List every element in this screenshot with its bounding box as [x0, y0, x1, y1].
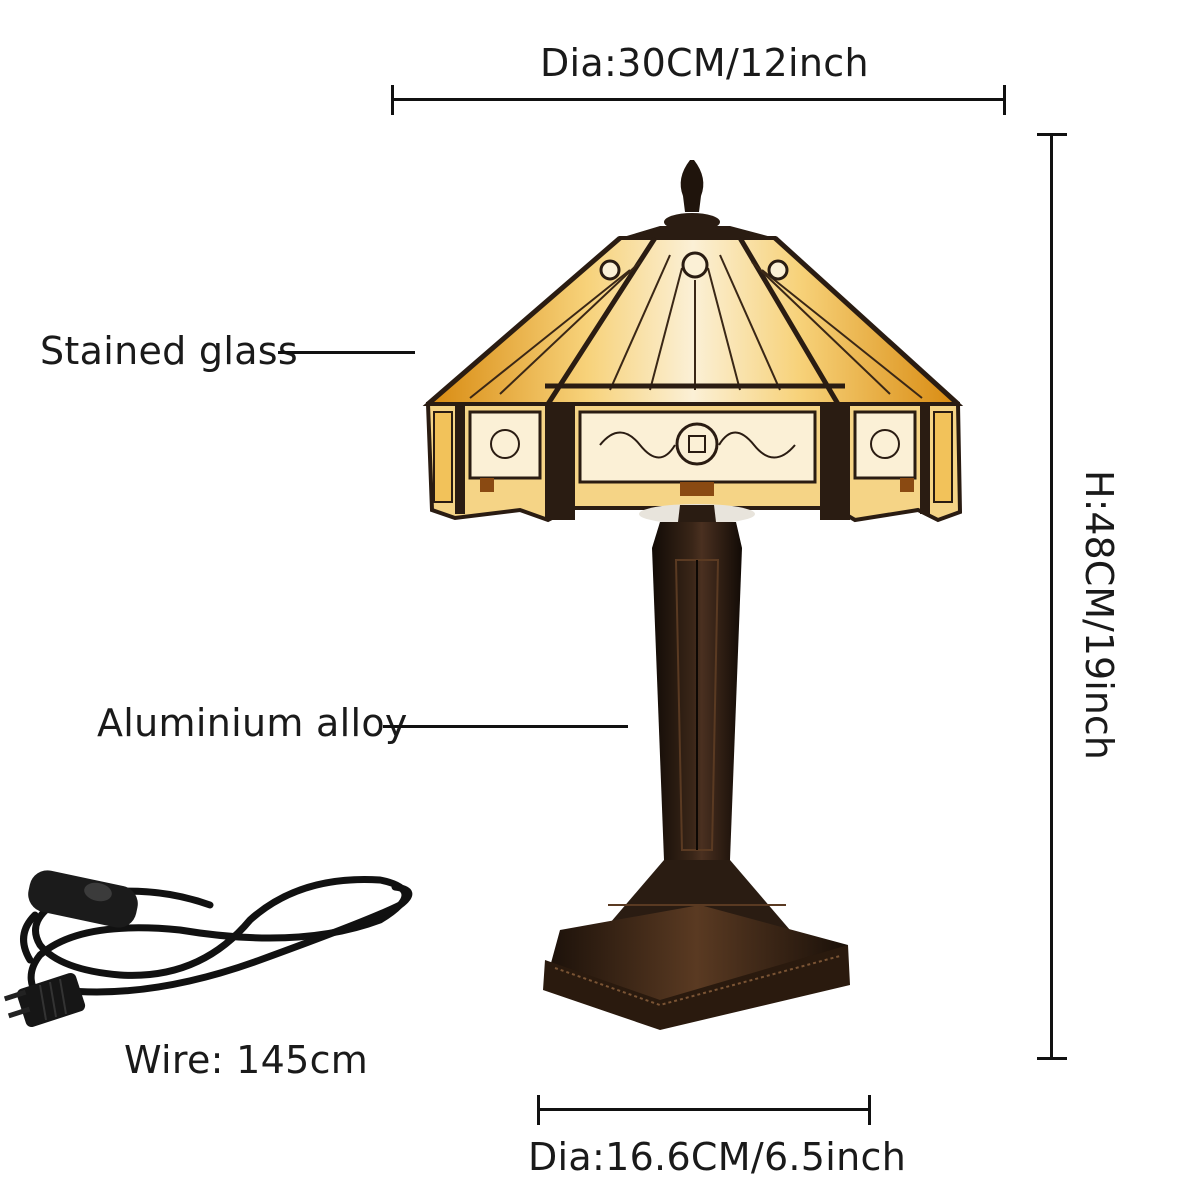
height-label: H:48CM/19inch — [1077, 470, 1121, 760]
shade-skirt — [425, 402, 963, 523]
skirt-panel-right — [853, 410, 917, 492]
aluminium-alloy-label: Aluminium alloy — [97, 701, 408, 745]
shade-diameter-label: Dia:30CM/12inch — [540, 41, 869, 85]
wire-length-label: Wire: 145cm — [124, 1038, 369, 1082]
skirt-panel-left — [468, 410, 542, 492]
base-diameter-label: Dia:16.6CM/6.5inch — [528, 1135, 907, 1179]
aluminium-alloy-leader — [383, 725, 628, 728]
skirt-panel-far-left — [433, 411, 453, 503]
power-plug — [3, 972, 86, 1028]
lamp-stem — [652, 505, 742, 860]
shade-cap — [620, 226, 775, 238]
lamp-base — [543, 860, 850, 1030]
stained-glass-leader — [278, 351, 415, 354]
skirt-panel-far-right — [933, 411, 953, 503]
lamp-finial — [664, 160, 720, 231]
stained-glass-label: Stained glass — [40, 329, 298, 373]
power-cord — [20, 876, 413, 1009]
inline-switch — [28, 870, 138, 928]
stained-glass-shade — [422, 236, 964, 406]
skirt-panel-center — [578, 410, 817, 496]
